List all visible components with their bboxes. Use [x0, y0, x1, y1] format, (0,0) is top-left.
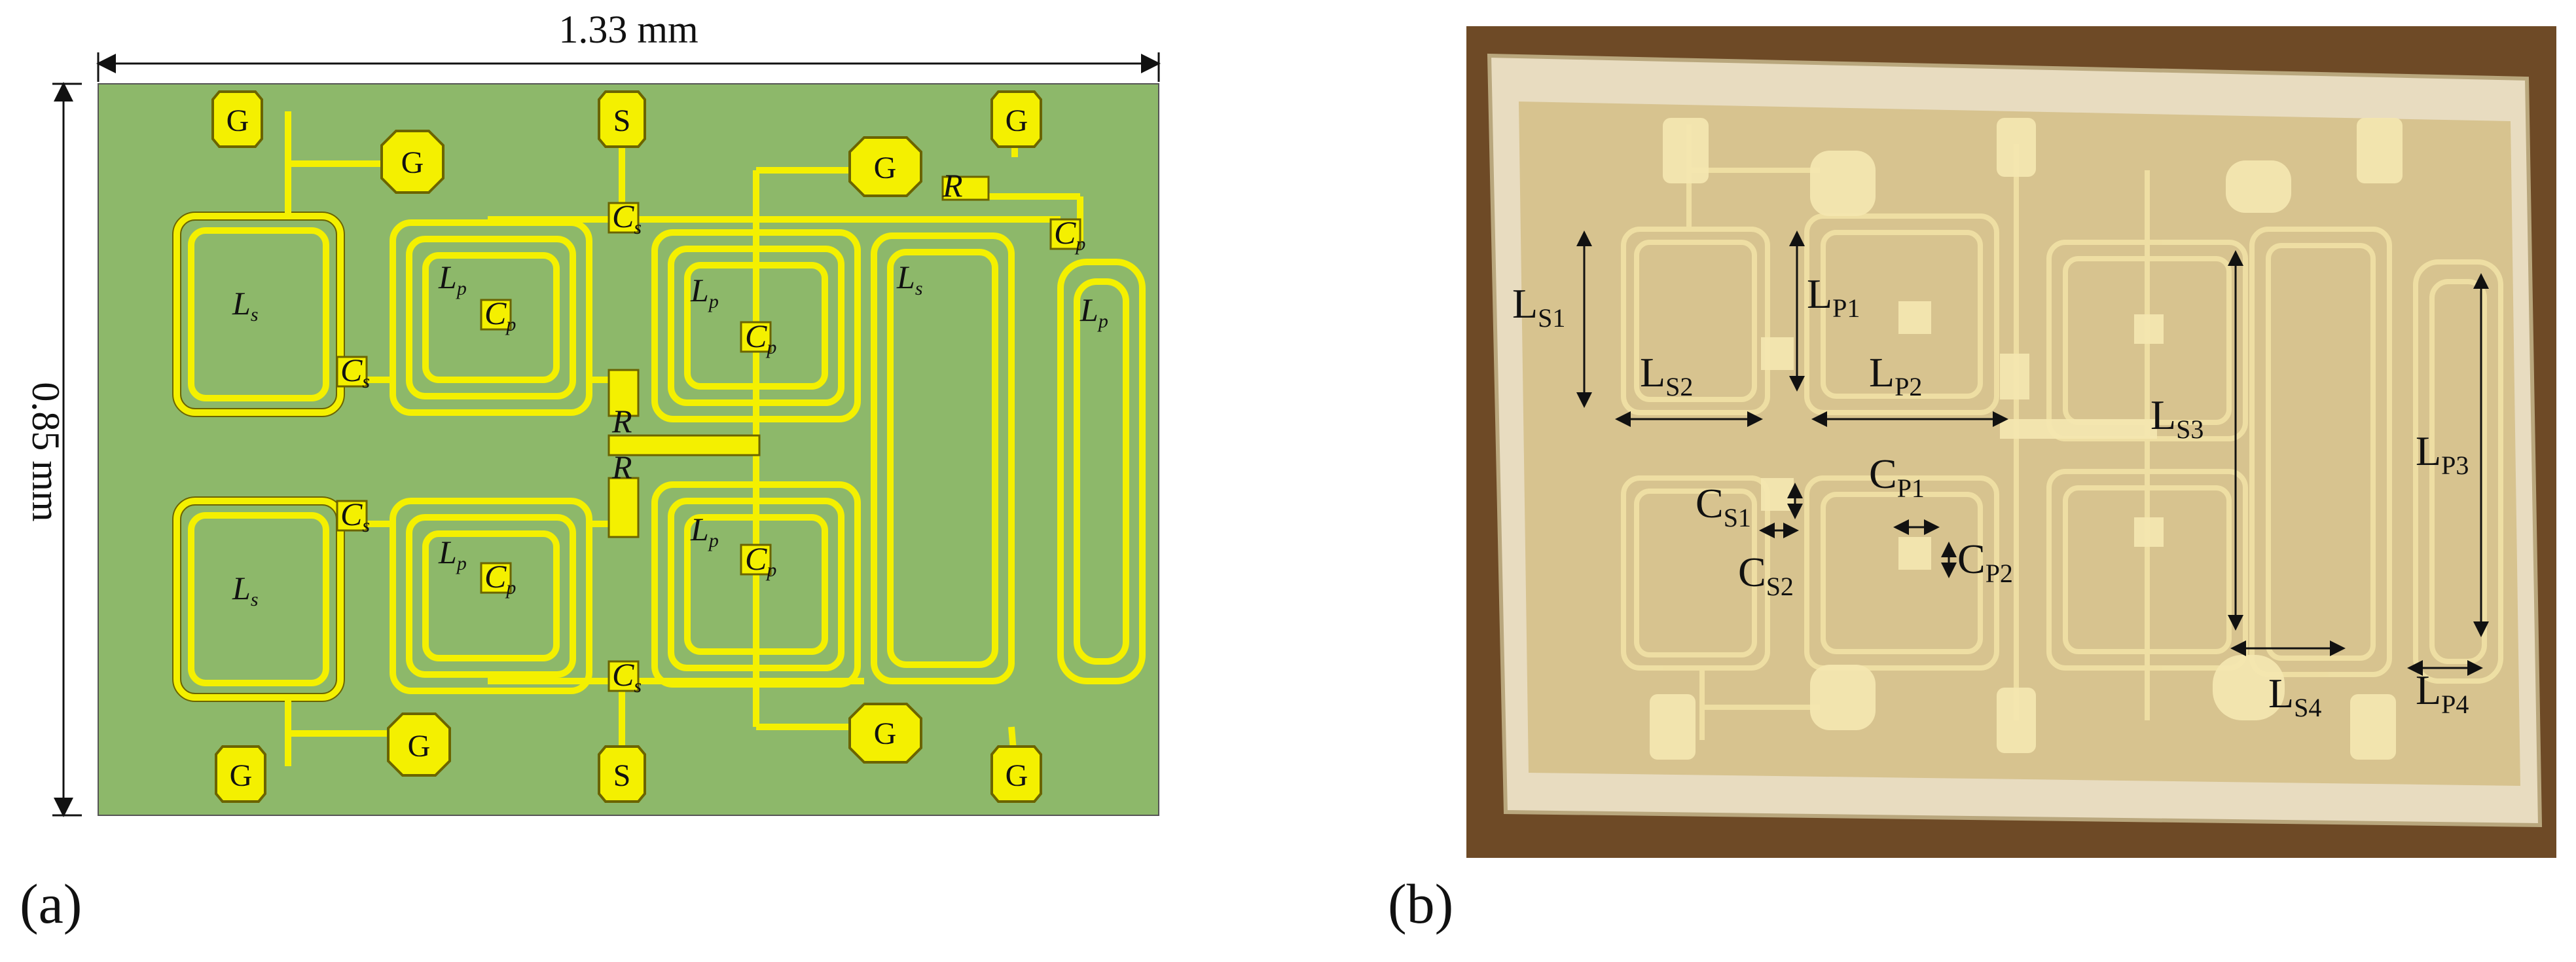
pad-s-top: S — [598, 90, 646, 148]
label-cp-2: Cp — [745, 318, 776, 358]
resistor-blocks — [608, 176, 990, 538]
svg-text:S: S — [613, 103, 631, 138]
label-cp-1: Cp — [484, 295, 516, 335]
label-lp-2: Lp — [438, 534, 467, 574]
label-ls-3: Ls — [896, 259, 923, 299]
pad-g-bottom-2: G — [387, 712, 451, 777]
label-cs1: CS1 — [1696, 480, 1751, 532]
label-ls4: LS4 — [2268, 670, 2321, 722]
caption-a: (a) — [20, 872, 82, 935]
label-r-2: R — [611, 449, 632, 485]
width-dimension-label: 1.33 mm — [558, 8, 698, 51]
label-lp-3: Lp — [690, 272, 719, 312]
panel-b-photo: LS1 LS2 LP1 LP2 LS3 LP3 CS1 CS2 CP1 CP2 … — [1466, 26, 2556, 858]
label-cp1: CP1 — [1869, 451, 1925, 503]
chip-body — [1519, 102, 2520, 786]
pad-g-top-2: G — [380, 130, 444, 194]
label-ls3: LS3 — [2150, 392, 2204, 444]
pad-g-bottom-3: G — [848, 703, 922, 764]
pad-g-top-1: G — [211, 90, 263, 148]
label-cs-1: Cs — [340, 352, 370, 392]
label-lp2: LP2 — [1869, 349, 1922, 401]
bottom-pad-row: G G S G G — [215, 703, 1042, 803]
label-cs-3: Cs — [612, 198, 642, 238]
label-lp1: LP1 — [1807, 270, 1860, 323]
svg-text:G: G — [1006, 103, 1028, 138]
label-cp2: CP2 — [1957, 536, 2013, 588]
label-lp-1: Lp — [438, 259, 467, 299]
label-ls-2: Ls — [232, 570, 259, 610]
component-labels-a: Ls Ls Ls Lp Lp Lp Lp Lp Cp Cp Cp Cp Cp C… — [232, 167, 1108, 697]
height-dimension-label: 0.85 mm — [24, 382, 67, 521]
label-lp-5: Lp — [1079, 291, 1108, 332]
component-labels-b: LS1 LS2 LP1 LP2 LS3 LP3 CS1 CS2 CP1 CP2 … — [1512, 270, 2469, 722]
label-lp4: LP4 — [2416, 667, 2469, 719]
pad-g-bottom-4: G — [990, 745, 1042, 803]
metal-traces — [172, 111, 1146, 773]
top-pad-row: G G S G G — [211, 90, 1042, 197]
svg-text:G: G — [230, 758, 253, 793]
label-r-3: R — [942, 167, 963, 204]
capacitor-squares — [336, 202, 1081, 692]
label-cs-4: Cs — [612, 656, 642, 697]
caption-b: (b) — [1388, 872, 1454, 935]
svg-text:G: G — [401, 145, 424, 180]
label-cp-5: Cp — [1054, 214, 1085, 255]
label-cp-4: Cp — [745, 540, 776, 581]
panel-a-layout: 1.33 mm 0.85 mm — [24, 8, 1161, 817]
pad-g-bottom-1: G — [215, 745, 266, 803]
annotation-arrows — [1576, 231, 2489, 676]
label-ls1: LS1 — [1512, 280, 1565, 333]
label-ls2: LS2 — [1640, 349, 1693, 401]
pad-g-top-4: G — [990, 90, 1042, 148]
label-cp-3: Cp — [484, 558, 516, 599]
svg-text:S: S — [613, 758, 631, 793]
label-ls-1: Ls — [232, 285, 259, 325]
chip-pads — [1650, 118, 2403, 760]
label-r-1: R — [611, 403, 632, 439]
pad-s-bottom: S — [598, 745, 646, 803]
pad-g-top-3: G — [848, 136, 922, 197]
svg-text:G: G — [408, 729, 431, 764]
svg-text:G: G — [874, 716, 897, 751]
label-cs-2: Cs — [340, 496, 370, 536]
svg-text:G: G — [1006, 758, 1028, 793]
svg-text:G: G — [227, 103, 249, 138]
svg-text:G: G — [874, 151, 897, 185]
label-lp3: LP3 — [2416, 428, 2469, 480]
label-cs2: CS2 — [1738, 549, 1794, 601]
label-lp-4: Lp — [690, 511, 719, 551]
